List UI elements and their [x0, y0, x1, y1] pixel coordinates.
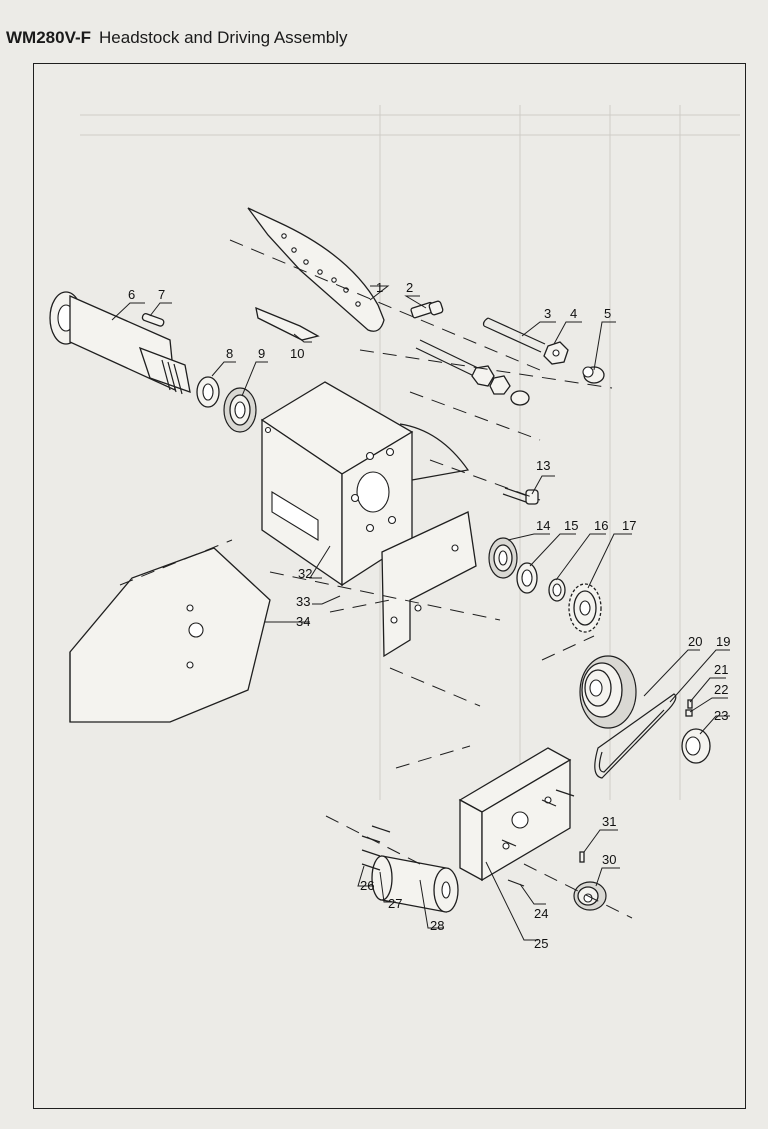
- part-stud-lower: [415, 339, 530, 406]
- part-bolt-13: [502, 487, 539, 505]
- part-belt-cover: [69, 547, 271, 723]
- part-screw-31: [579, 851, 585, 863]
- part-washer-15: [516, 562, 538, 594]
- part-screws-26: [361, 825, 391, 871]
- assembly-lines: [119, 239, 633, 919]
- callout-31: 31: [602, 814, 616, 829]
- callout-3: 3: [544, 306, 551, 321]
- callout-32: 32: [298, 566, 312, 581]
- callout-33: 33: [296, 594, 310, 609]
- part-motor-plate: [458, 747, 572, 882]
- part-screws-24: [501, 789, 575, 887]
- callout-20: 20: [688, 634, 702, 649]
- part-guard-plate: [247, 207, 385, 332]
- part-nut-23: [681, 728, 711, 764]
- part-motor: [371, 855, 459, 913]
- callout-15: 15: [564, 518, 578, 533]
- part-bearing-14: [488, 537, 518, 579]
- part-bolt-2: [410, 300, 444, 319]
- callout-25: 25: [534, 936, 548, 951]
- part-set-screw-21: [687, 699, 693, 709]
- callout-8: 8: [226, 346, 233, 361]
- callout-23: 23: [714, 708, 728, 723]
- callout-16: 16: [594, 518, 608, 533]
- page-title: WM280V-F Headstock and Driving Assembly: [6, 28, 348, 48]
- part-sleeve-16: [548, 578, 566, 602]
- callout-5: 5: [604, 306, 611, 321]
- part-spacer-5: [582, 366, 605, 384]
- part-mounting-plate: [381, 511, 477, 658]
- callout-27: 27: [388, 896, 402, 911]
- part-nut-4: [543, 341, 569, 365]
- callout-4: 4: [570, 306, 577, 321]
- part-key: [141, 313, 165, 327]
- part-headstock-casting: [260, 381, 470, 587]
- diagram-frame: [33, 63, 746, 1109]
- part-cover-plate: [255, 306, 320, 341]
- callout-1: 1: [376, 280, 383, 295]
- callout-10: 10: [290, 346, 304, 361]
- callout-6: 6: [128, 287, 135, 302]
- callout-30: 30: [602, 852, 616, 867]
- part-gear-17: [568, 583, 602, 633]
- callout-numbers: 1 2 3 4 5 6 7 8 9 10 13 14 15 16 17 19 2…: [128, 280, 730, 951]
- callout-17: 17: [622, 518, 636, 533]
- part-motor-pulley: [573, 881, 607, 911]
- callout-22: 22: [714, 682, 728, 697]
- callout-9: 9: [258, 346, 265, 361]
- part-bearing-9: [223, 387, 257, 433]
- callout-7: 7: [158, 287, 165, 302]
- part-pulley-20: [579, 655, 637, 729]
- part-stud-3: [482, 317, 546, 353]
- callout-26: 26: [360, 878, 374, 893]
- callout-13: 13: [536, 458, 550, 473]
- part-washer-8: [196, 376, 220, 408]
- part-spindle: [49, 291, 191, 395]
- leader-lines: [111, 285, 730, 941]
- callout-24: 24: [534, 906, 548, 921]
- callout-2: 2: [406, 280, 413, 295]
- callout-14: 14: [536, 518, 550, 533]
- callout-34: 34: [296, 614, 310, 629]
- callout-21: 21: [714, 662, 728, 677]
- callout-19: 19: [716, 634, 730, 649]
- model-number: WM280V-F: [6, 28, 92, 47]
- callout-28: 28: [430, 918, 444, 933]
- part-spring-22: [685, 709, 693, 717]
- assembly-title: Headstock and Driving Assembly: [99, 28, 348, 47]
